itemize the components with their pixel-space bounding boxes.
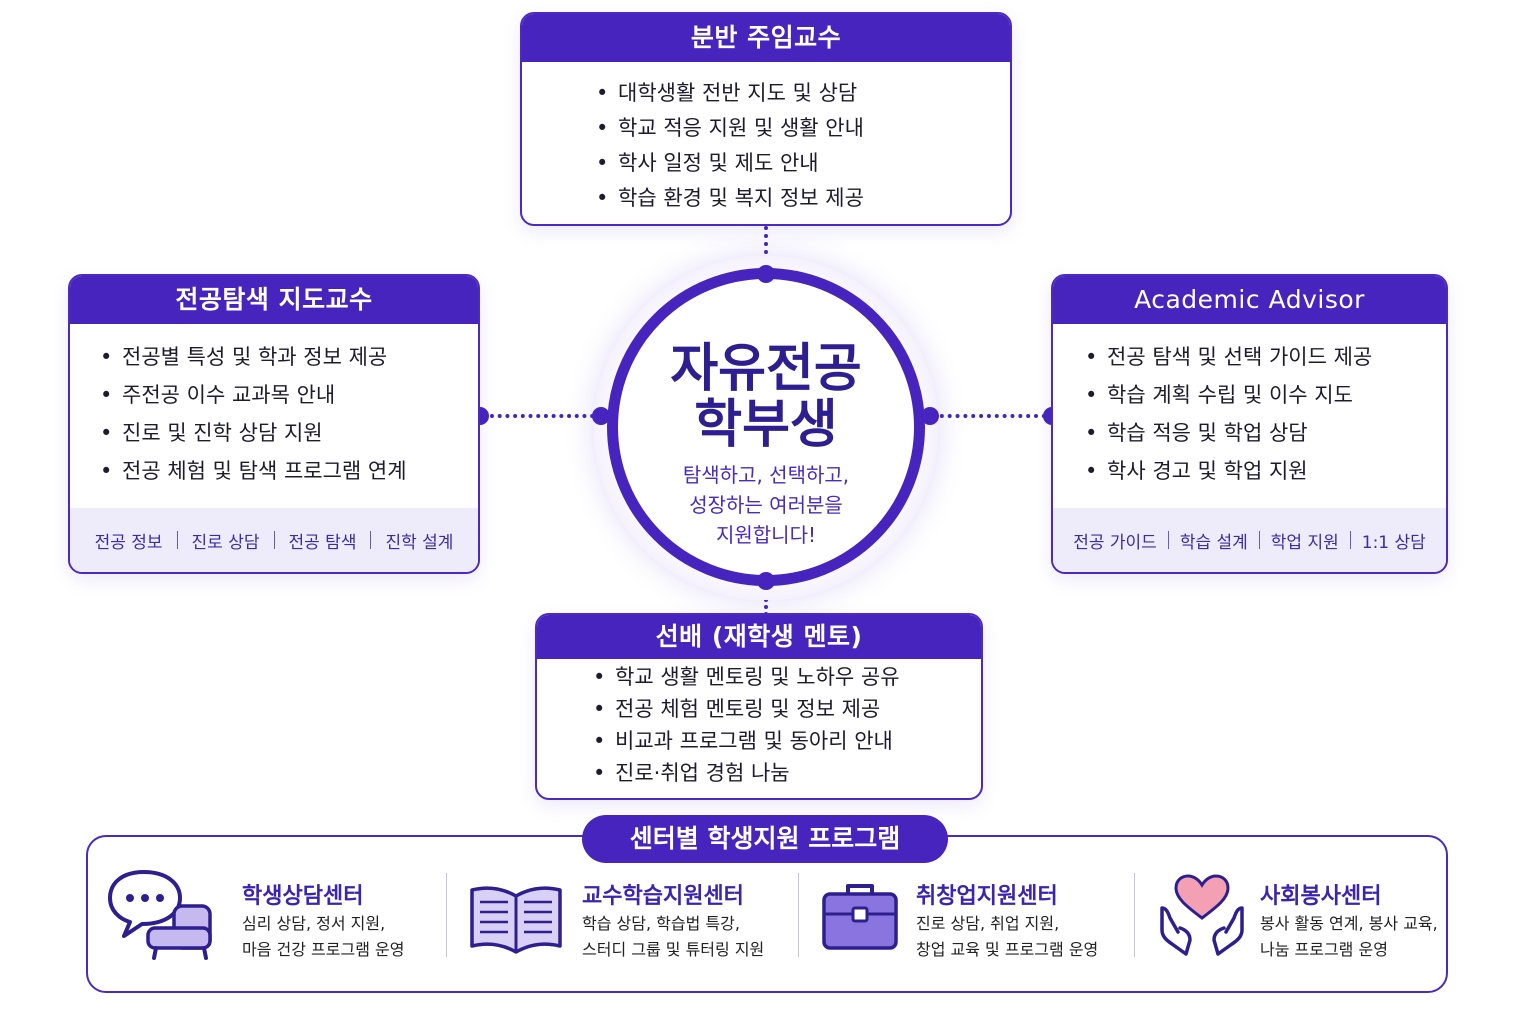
center-title-line1: 자유전공 — [670, 339, 862, 399]
tag: 진로 상담 — [191, 532, 260, 553]
divider — [446, 873, 447, 957]
center-desc: 진로 상담, 취업 지원, — [916, 914, 1060, 933]
center-desc: 창업 교육 및 프로그램 운영 — [916, 940, 1099, 959]
dot-top — [757, 265, 775, 283]
center-name: 교수학습지원센터 — [582, 884, 744, 909]
center-name: 학생상담센터 — [242, 884, 364, 909]
list-item: 학사 일정 및 제도 안내 — [596, 146, 1010, 181]
card-senior-mentor: 선배 (재학생 멘토) 학교 생활 멘토링 및 노하우 공유 전공 체험 멘토링… — [535, 613, 983, 800]
list-item: 학습 환경 및 복지 정보 제공 — [596, 181, 1010, 216]
list-item: 전공 체험 및 탐색 프로그램 연계 — [100, 452, 478, 490]
open-book-icon — [470, 886, 562, 954]
connector-bottom — [764, 584, 768, 616]
tag: 전공 탐색 — [288, 532, 357, 553]
tag-separator — [1258, 531, 1260, 549]
tag: 전공 정보 — [94, 532, 163, 553]
list-item: 학습 계획 수립 및 이수 지도 — [1085, 376, 1446, 414]
connector-left — [490, 414, 602, 418]
chat-sofa-icon — [108, 870, 212, 960]
list-item: 학사 경고 및 학업 지원 — [1085, 452, 1446, 490]
dot-center-left — [592, 407, 610, 425]
center-subtitle-line1: 탐색하고, 선택하고, — [682, 463, 850, 487]
briefcase-icon — [822, 884, 898, 950]
dot-bottom — [757, 572, 775, 590]
center-title-line2: 학부생 — [694, 395, 838, 455]
tag-bar: 전공 가이드 학습 설계 학업 지원 1:1 상담 — [1053, 508, 1446, 572]
tag-separator — [1167, 531, 1169, 549]
card-class-advisor: 분반 주임교수 대학생활 전반 지도 및 상담 학교 적응 지원 및 생활 안내… — [520, 12, 1012, 226]
list-item: 전공 탐색 및 선택 가이드 제공 — [1085, 338, 1446, 376]
tag: 전공 가이드 — [1073, 532, 1157, 553]
center-desc: 스터디 그룹 및 튜터링 지원 — [582, 940, 765, 959]
tag-bar: 전공 정보 진로 상담 전공 탐색 진학 설계 — [70, 508, 478, 572]
card-title: Academic Advisor — [1053, 276, 1446, 324]
divider — [1134, 873, 1135, 957]
list-item: 주전공 이수 교과목 안내 — [100, 376, 478, 414]
list-item: 전공 체험 멘토링 및 정보 제공 — [593, 693, 981, 725]
center-desc: 나눔 프로그램 운영 — [1260, 940, 1388, 959]
list-item: 대학생활 전반 지도 및 상담 — [596, 76, 1010, 111]
card-title: 분반 주임교수 — [522, 14, 1010, 62]
card-major-exploration-advisor: 전공탐색 지도교수 전공별 특성 및 학과 정보 제공 주전공 이수 교과목 안… — [68, 274, 480, 574]
tag: 학습 설계 — [1179, 532, 1248, 553]
dot-center-right — [921, 407, 939, 425]
center-circle — [607, 268, 925, 586]
center-desc: 봉사 활동 연계, 봉사 교육, — [1260, 914, 1438, 933]
connector-top — [764, 226, 768, 270]
center-desc: 마음 건강 프로그램 운영 — [242, 940, 405, 959]
card-title: 전공탐색 지도교수 — [70, 276, 478, 324]
center-desc: 심리 상담, 정서 지원, — [242, 914, 386, 933]
tag: 학업 지원 — [1270, 532, 1339, 553]
list-item: 전공별 특성 및 학과 정보 제공 — [100, 338, 478, 376]
center-name: 취창업지원센터 — [916, 884, 1058, 909]
list-item: 진로·취업 경험 나눔 — [593, 757, 981, 789]
center-subtitle-line3: 지원합니다! — [715, 523, 817, 547]
tag-separator — [273, 531, 275, 549]
tag: 1:1 상담 — [1361, 532, 1426, 553]
list-item: 진로 및 진학 상담 지원 — [100, 414, 478, 452]
center-desc: 학습 상담, 학습법 특강, — [582, 914, 740, 933]
card-title: 선배 (재학생 멘토) — [537, 615, 981, 659]
tag-separator — [176, 531, 178, 549]
heart-hands-icon — [1160, 874, 1244, 956]
tag-separator — [1349, 531, 1351, 549]
divider — [798, 873, 799, 957]
list-item: 비교과 프로그램 및 동아리 안내 — [593, 725, 981, 757]
programs-title: 센터별 학생지원 프로그램 — [582, 815, 948, 863]
list-item: 학습 적응 및 학업 상담 — [1085, 414, 1446, 452]
list-item: 학교 적응 지원 및 생활 안내 — [596, 111, 1010, 146]
tag: 진학 설계 — [385, 532, 454, 553]
center-subtitle-line2: 성장하는 여러분을 — [689, 493, 843, 517]
list-item: 학교 생활 멘토링 및 노하우 공유 — [593, 661, 981, 693]
tag-separator — [370, 531, 372, 549]
card-academic-advisor: Academic Advisor 전공 탐색 및 선택 가이드 제공 학습 계획… — [1051, 274, 1448, 574]
center-name: 사회봉사센터 — [1260, 884, 1382, 909]
connector-right — [932, 414, 1046, 418]
